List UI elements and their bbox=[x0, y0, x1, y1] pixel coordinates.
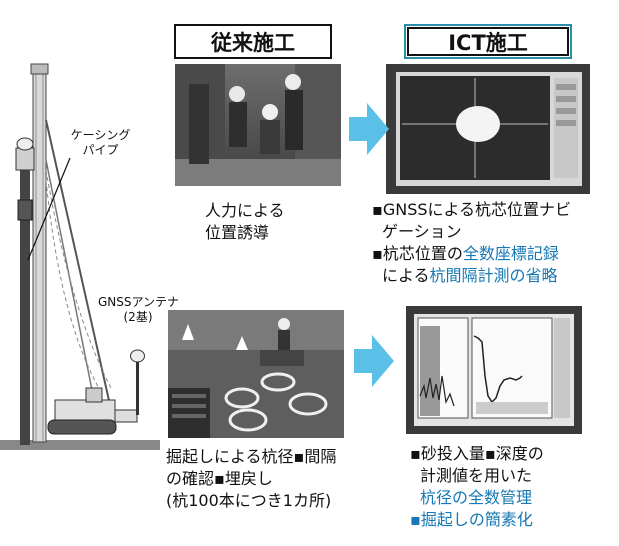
ict-top-bullet2-line2-prefix: による bbox=[382, 266, 430, 285]
gnss-label-line1: GNSSアンテナ bbox=[98, 295, 180, 309]
casing-pipe-label: ケーシング パイプ bbox=[63, 128, 138, 158]
excavation-check-text: 掘起しによる杭径▪間隔 の確認▪埋戻し (杭100本につき1カ所) bbox=[166, 446, 336, 512]
pile-rig-illustration bbox=[0, 60, 160, 450]
excavation-check-line3: (杭100本につき1カ所) bbox=[166, 491, 332, 510]
manual-guidance-line2: 位置誘導 bbox=[205, 223, 270, 242]
ict-bottom-bullet2: ▪掘起しの簡素化 bbox=[410, 510, 533, 529]
casing-pointer-line bbox=[27, 157, 71, 261]
casing-label-line1: ケーシング bbox=[70, 128, 131, 142]
gnss-antenna-label: GNSSアンテナ (2基) bbox=[98, 295, 180, 325]
ict-top-bullet2-prefix: ▪杭芯位置の bbox=[372, 244, 463, 263]
ict-top-benefits: ▪GNSSによる杭芯位置ナビ ゲーション ▪杭芯位置の全数座標記録 による杭間隔… bbox=[372, 199, 571, 287]
casing-label-line2: パイプ bbox=[82, 143, 119, 157]
excavation-check-line2: の確認▪埋戻し bbox=[166, 469, 273, 488]
ict-bottom-benefits: ▪砂投入量▪深度の 計測値を用いた 杭径の全数管理 ▪掘起しの簡素化 bbox=[410, 443, 544, 531]
ict-top-bullet2-line1: ▪杭芯位置の全数座標記録 bbox=[372, 243, 571, 265]
excavation-check-line1: 掘起しによる杭径▪間隔 bbox=[166, 447, 337, 466]
gnss-navigation-monitor-photo bbox=[386, 64, 590, 194]
ict-top-bullet2-line2-highlight: 杭間隔計測の省略 bbox=[429, 266, 558, 285]
ict-top-bullet1-line1: ▪GNSSによる杭芯位置ナビ bbox=[372, 200, 572, 219]
excavation-check-photo bbox=[168, 310, 344, 438]
ict-bottom-bullet1-line2: 計測値を用いた bbox=[420, 466, 533, 485]
manual-guidance-line1: 人力による bbox=[205, 201, 285, 220]
ict-top-bullet1-line2: ゲーション bbox=[382, 222, 462, 241]
ict-bottom-bullet1-line3: 杭径の全数管理 bbox=[420, 488, 533, 507]
manual-guidance-photo bbox=[175, 64, 341, 186]
bottom-transition-arrow bbox=[354, 335, 394, 387]
top-transition-arrow bbox=[349, 103, 389, 155]
conventional-construction-header: 従来施工 bbox=[174, 24, 332, 59]
ict-top-bullet2-line2: による杭間隔計測の省略 bbox=[372, 265, 571, 287]
ict-top-bullet2-highlight: 全数座標記録 bbox=[462, 244, 559, 263]
gnss-label-line2: (2基) bbox=[123, 310, 153, 324]
ict-bottom-bullet1-line1: ▪砂投入量▪深度の bbox=[410, 444, 544, 463]
ict-construction-header: ICT施工 bbox=[404, 24, 572, 59]
measurement-monitor-photo bbox=[406, 306, 582, 434]
manual-guidance-text: 人力による 位置誘導 bbox=[205, 200, 285, 244]
